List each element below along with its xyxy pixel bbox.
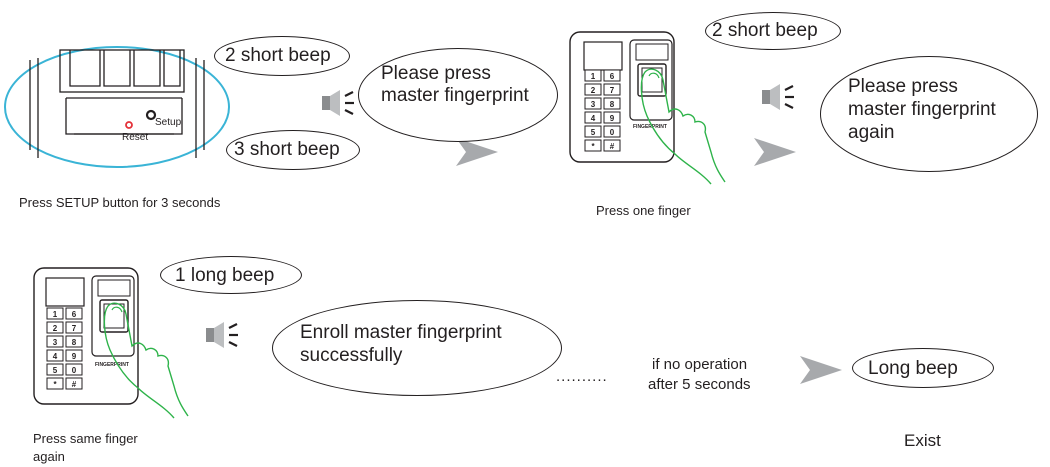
caption-same-finger-1: Press same finger	[33, 431, 138, 446]
beep-text-step2: 2 short beep	[712, 20, 818, 41]
device-brand-text: FINGERPRINT	[95, 362, 129, 368]
keypad-key-label: 8	[72, 338, 77, 347]
keypad-key	[65, 363, 83, 376]
keypad-key	[603, 97, 621, 110]
arrow-icon-3	[800, 356, 842, 384]
keypad-key	[584, 97, 602, 110]
keypad-key	[65, 321, 83, 334]
keypad-key-label: 6	[610, 72, 615, 81]
result-line-2: successfully	[300, 345, 403, 366]
keypad-key	[65, 335, 83, 348]
beep-text-2-short: 2 short beep	[225, 45, 331, 66]
keypad-key-label: #	[72, 380, 77, 389]
keypad-key-label: 1	[53, 310, 58, 319]
caption-one-finger: Press one finger	[596, 203, 691, 218]
reset-label: Reset	[122, 132, 149, 143]
keypad-key-label: 6	[72, 310, 77, 319]
result-bubble-enroll	[272, 300, 562, 396]
keypad-key-label: 3	[53, 338, 58, 347]
keypad-key	[584, 125, 602, 138]
condition-line-2: after 5 seconds	[648, 376, 751, 393]
keypad-key	[46, 377, 64, 390]
arrow-icon-2	[754, 138, 796, 166]
prompt2-line-3: again	[848, 122, 895, 143]
keypad-key	[584, 139, 602, 152]
keypad-key-label: 2	[591, 86, 596, 95]
keypad-key-label: 7	[610, 86, 615, 95]
keypad-key	[603, 83, 621, 96]
prompt-bubble-again	[820, 56, 1038, 172]
condition-line-1: if no operation	[652, 356, 748, 373]
prompt2-line-1: Please press	[848, 76, 958, 97]
keypad-key	[584, 111, 602, 124]
speaker-icon-2	[760, 82, 796, 112]
speaker-icon	[320, 88, 356, 118]
caption-setup: Press SETUP button for 3 seconds	[19, 195, 221, 210]
keypad-key-label: 1	[591, 72, 596, 81]
keypad-key	[584, 69, 602, 82]
keypad-key-label: *	[591, 142, 595, 151]
beep-bubble-step2	[705, 12, 841, 50]
keypad-key-label: 7	[72, 324, 77, 333]
keypad-key-label: 4	[53, 352, 58, 361]
keypad-key-label: 9	[610, 114, 615, 123]
keypad-key	[46, 307, 64, 320]
device-brand-text: FINGERPRINT	[633, 124, 667, 130]
keypad-key-label: #	[610, 142, 615, 151]
beep-bubble-3-short	[226, 130, 360, 170]
keypad-key-label: 0	[72, 366, 77, 375]
setup-label: Setup	[155, 117, 182, 128]
beep-bubble-long	[160, 256, 302, 294]
long-beep-text: Long beep	[868, 358, 958, 379]
keypad-key	[46, 321, 64, 334]
exit-label: Exist	[904, 431, 941, 450]
speaker-icon-3	[204, 320, 240, 350]
prompt2-line-2: master fingerprint	[848, 99, 996, 120]
keypad-key	[603, 139, 621, 152]
fingerprint-reader-device-2: 1 6 2 7 3 8 4 9 5 0 * # FINGERPRINT	[33, 267, 139, 405]
keypad-key	[65, 307, 83, 320]
caption-same-finger-2: again	[33, 449, 65, 464]
prompt-line-2: master fingerprint	[381, 85, 529, 106]
long-beep-bubble	[852, 348, 994, 388]
result-line-1: Enroll master fingerprint	[300, 322, 502, 343]
keypad-key-label: 0	[610, 128, 615, 137]
keypad-key	[65, 377, 83, 390]
keypad-key	[603, 111, 621, 124]
keypad-key-label: 8	[610, 100, 615, 109]
keypad-key	[603, 69, 621, 82]
prompt-bubble-master	[358, 48, 558, 142]
keypad-key-label: 5	[53, 366, 58, 375]
keypad-key	[584, 83, 602, 96]
setup-device-illustration	[4, 46, 230, 168]
keypad-key-label: 9	[72, 352, 77, 361]
keypad-key-label: 3	[591, 100, 596, 109]
prompt-line-1: Please press	[381, 63, 491, 84]
keypad-key	[46, 363, 64, 376]
beep-text-long: 1 long beep	[175, 265, 275, 286]
fingerprint-reader-device: 1 6 2 7 3 8 4 9 5 0 * # FINGERPRINT	[569, 31, 675, 163]
beep-text-3-short: 3 short beep	[234, 139, 340, 160]
keypad-key-label: 4	[591, 114, 596, 123]
arrow-icon	[456, 138, 498, 166]
keypad-key	[603, 125, 621, 138]
ellipsis-dots: ..........	[556, 368, 608, 385]
keypad-key	[65, 349, 83, 362]
keypad-key	[46, 335, 64, 348]
beep-bubble-2-short	[214, 36, 350, 76]
keypad-key-label: 5	[591, 128, 596, 137]
keypad-key-label: *	[53, 380, 57, 389]
keypad-key	[46, 349, 64, 362]
keypad-key-label: 2	[53, 324, 58, 333]
